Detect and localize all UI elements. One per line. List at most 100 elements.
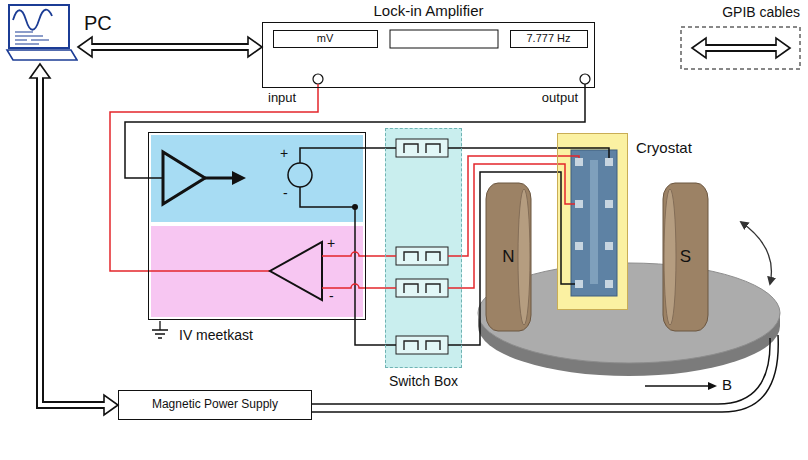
legend-entry: GPIB cables: [680, 2, 802, 72]
amplifier-symbol: [163, 152, 205, 204]
switch-box-fill: [385, 128, 462, 368]
switch-symbol: [396, 279, 448, 297]
node-label: Lock-in Amplifier: [263, 2, 594, 19]
legend-swatch: [680, 2, 802, 72]
arrow-hollow: [703, 46, 779, 50]
switch-symbol: [396, 336, 448, 354]
node-label: IV meetkast: [179, 327, 253, 343]
signal-wire: [110, 88, 318, 271]
voltage-source-symbol: [288, 163, 312, 187]
circuit-wire: [366, 148, 385, 149]
cable-arrow-sample: [692, 38, 790, 58]
circuit-wire: [148, 270, 270, 272]
sample-wire: [462, 172, 557, 345]
arrow-head: [776, 38, 790, 58]
junction-dot: [352, 204, 358, 210]
magnet-face: [664, 189, 676, 325]
wire-path: [462, 147, 557, 149]
cryostat-fill: [557, 133, 628, 310]
cryostat: Cryostat: [557, 133, 628, 310]
node-label: 7.777 Hz: [526, 32, 570, 45]
port-label: input: [268, 91, 296, 105]
switch-wire-stubs: [385, 148, 462, 345]
magnet-cable: [312, 338, 770, 404]
field-direction-label: B: [722, 377, 732, 394]
node-label: mV: [317, 32, 334, 45]
switch-symbol: [396, 247, 448, 265]
cryostat-body: [557, 133, 628, 310]
signal-wave: [13, 10, 52, 30]
amplifier-output-arrow: [205, 177, 234, 180]
amplifier-output-arrow: [232, 171, 246, 185]
sample-wire: [557, 172, 575, 284]
circuit-wire: [366, 288, 385, 289]
ground-symbol: [152, 321, 168, 338]
magnet-pole: N: [485, 182, 532, 332]
node-label: Switch Box: [386, 373, 461, 389]
legend-frame: [681, 27, 800, 69]
contact-pads: [575, 158, 613, 288]
power-supply-box: Magnetic Power Supply: [118, 390, 312, 420]
arrow-shaft: [706, 44, 776, 52]
arrow-hollow: [40, 75, 107, 405]
amplifier-symbol: [270, 242, 322, 300]
wire-path: [462, 172, 557, 345]
laptop-base: [7, 50, 77, 60]
laptop-screen: [9, 5, 69, 48]
rotating-platform: [478, 263, 780, 376]
switch-box: Switch Box: [385, 128, 462, 368]
platform-top: [478, 263, 780, 363]
node-label: N: [502, 247, 514, 267]
legend-text: GPIB cables: [722, 5, 800, 20]
magnet-body: [663, 183, 708, 331]
polarity-sign: -: [329, 289, 334, 304]
node-label: Cryostat: [636, 139, 692, 156]
wire-path: [462, 156, 557, 256]
input-connector: [313, 74, 323, 84]
data-link-arrow: [30, 64, 118, 415]
field-arrow: [645, 382, 717, 390]
data-link-arrow: [78, 37, 262, 57]
magnet-body: [486, 183, 531, 331]
circuit-wire: [366, 256, 385, 257]
switch-symbol: [396, 139, 448, 157]
polarity-sign: -: [283, 186, 288, 201]
polarity-sign: +: [280, 146, 288, 161]
sample-chip: [571, 150, 617, 296]
magnet-face: [518, 189, 530, 325]
arrow-hollow: [89, 45, 251, 49]
circuit-wire: [322, 252, 366, 256]
magnet-shape: [662, 182, 709, 332]
arrow-head: [692, 38, 706, 58]
iv-measurement-box: IV meetkast: [148, 132, 366, 320]
node-label: Magnetic Power Supply: [152, 398, 278, 412]
sample-wire: [557, 164, 575, 204]
wire-path: [366, 147, 385, 149]
chip-strip: [590, 160, 598, 284]
screen-lines: [15, 32, 49, 44]
wire-path: [355, 320, 385, 345]
node-label: S: [680, 247, 691, 267]
empty-display: [390, 30, 498, 48]
polarity-sign: +: [327, 236, 335, 251]
wire-path: [110, 88, 318, 271]
sample-wire: [462, 164, 557, 288]
circuit-wire: [355, 320, 385, 345]
magnet-shape: [485, 182, 532, 332]
sample-wire: [557, 148, 609, 158]
circuit-wire: [322, 284, 366, 288]
sample-wire: [462, 148, 557, 149]
sample-wire: [557, 156, 579, 158]
magnet-pole: S: [662, 182, 709, 332]
wire-path: [366, 255, 385, 257]
wire-path: [462, 164, 557, 288]
rotation-arrow: [741, 222, 771, 284]
arrow-shaft: [40, 78, 104, 405]
pc-laptop: PC: [3, 4, 78, 64]
